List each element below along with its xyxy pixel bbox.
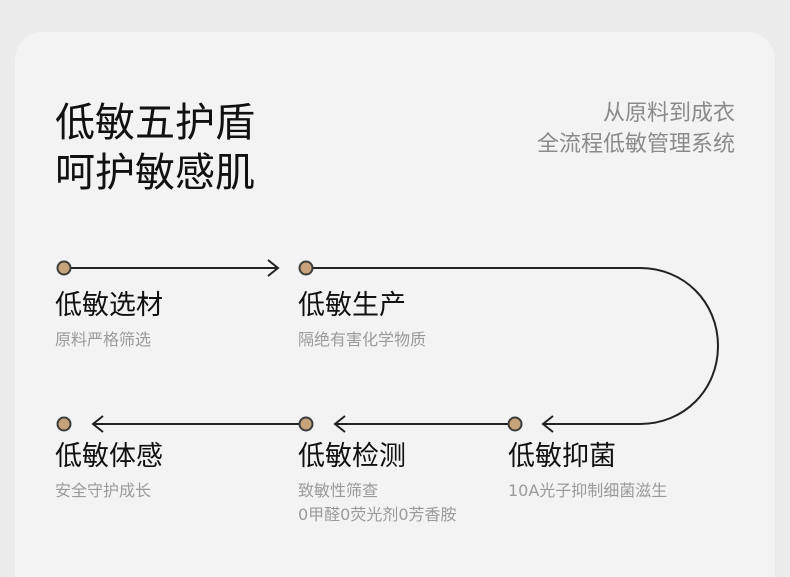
step-low-allergy-antibacterial: 低敏抑菌 10A光子抑制细菌滋生 bbox=[508, 440, 667, 502]
subtitle: 从原料到成衣 全流程低敏管理系统 bbox=[537, 98, 735, 160]
subtitle-line-1: 从原料到成衣 bbox=[602, 101, 735, 126]
step-title: 低敏体感 bbox=[55, 441, 163, 472]
step-title: 低敏检测 bbox=[298, 441, 406, 472]
subtitle-line-2: 全流程低敏管理系统 bbox=[536, 132, 735, 157]
step-low-allergy-feel: 低敏体感 安全守护成长 bbox=[55, 440, 163, 502]
main-title: 低敏五护盾 呵护敏感肌 bbox=[55, 98, 255, 198]
step-title: 低敏选材 bbox=[55, 290, 163, 321]
step-description: 10A光子抑制细菌滋生 bbox=[508, 481, 668, 500]
step-low-allergy-production: 低敏生产 隔绝有害化学物质 bbox=[298, 289, 426, 351]
step-description: 原料严格筛选 bbox=[55, 330, 152, 349]
main-title-line-2: 呵护敏感肌 bbox=[55, 150, 255, 196]
step-low-allergy-testing: 低敏检测 致敏性筛查 0甲醛0荧光剂0芳香胺 bbox=[298, 440, 457, 526]
step-low-allergy-materials: 低敏选材 原料严格筛选 bbox=[55, 289, 163, 351]
step-title: 低敏抑菌 bbox=[508, 441, 616, 472]
step-title: 低敏生产 bbox=[298, 290, 406, 321]
step-description: 安全守护成长 bbox=[55, 481, 152, 500]
main-title-line-1: 低敏五护盾 bbox=[55, 100, 255, 146]
step-description-line-1: 致敏性筛查 bbox=[298, 481, 379, 500]
step-description-line-2: 0甲醛0荧光剂0芳香胺 bbox=[298, 505, 457, 524]
step-description: 隔绝有害化学物质 bbox=[298, 330, 427, 349]
